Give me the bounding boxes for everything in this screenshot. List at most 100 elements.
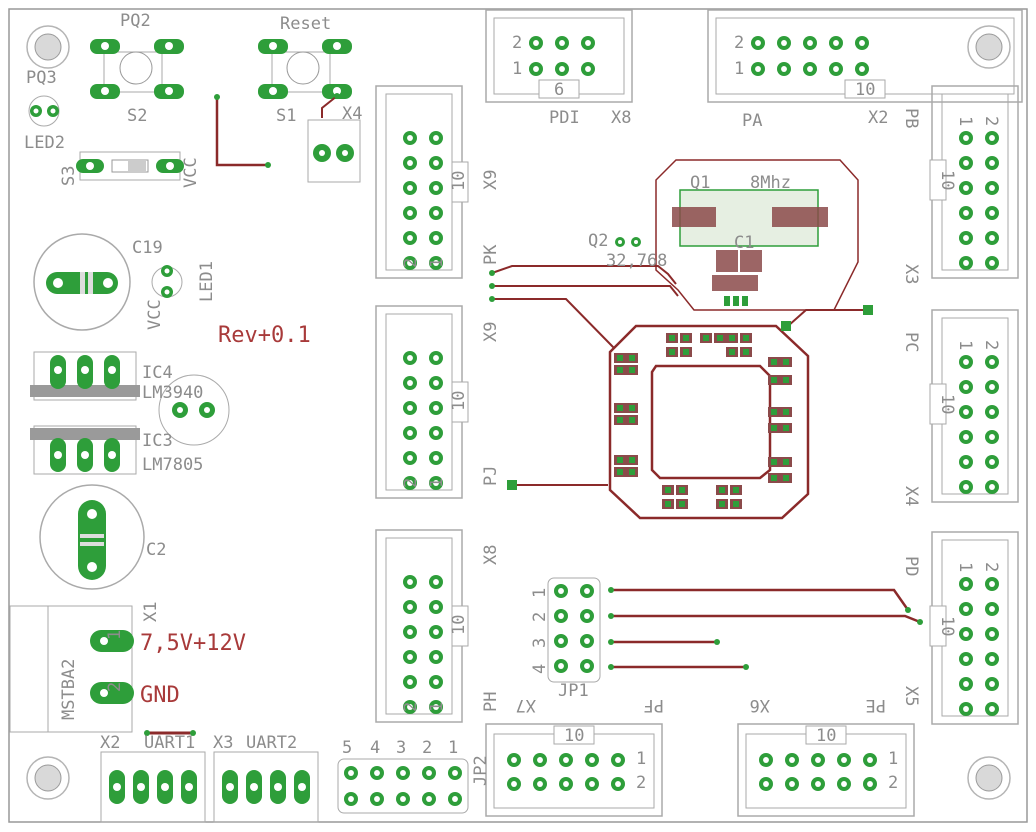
connector-x4: [307, 93, 361, 183]
label-q1: Q1: [690, 173, 710, 193]
jumper-jp1: [547, 577, 601, 683]
pk-traces: [489, 265, 679, 349]
crystal-q2: [615, 237, 641, 247]
mounting-hole-bl: [26, 756, 70, 800]
button-reset: [258, 39, 352, 99]
pin-2: 2: [981, 340, 1001, 350]
pin-2: 2: [734, 33, 744, 53]
pin-2: 2: [512, 33, 522, 53]
label-led2: LED2: [24, 133, 65, 153]
label-pj: PJ: [481, 466, 501, 486]
capacitor-c3: [158, 374, 230, 446]
header-key-label: 10: [855, 80, 875, 100]
connector-uart1: [100, 751, 206, 823]
label-reset: Reset: [280, 14, 331, 34]
regulator-ic3: [30, 425, 140, 475]
pin-1: 1: [955, 562, 975, 572]
label-c2: C2: [146, 540, 166, 560]
label-pb: PB: [901, 108, 921, 128]
revision-label: Rev+0.1: [218, 323, 311, 348]
pin-2: 2: [981, 116, 1001, 126]
ground-label: GND: [140, 683, 180, 708]
board-outline: [8, 8, 1028, 823]
label-led1: LED1: [197, 261, 217, 302]
led1-footprint: [151, 265, 183, 298]
label-x2: X2: [868, 108, 888, 128]
label-32768: 32,768: [606, 251, 667, 271]
label-c19: C19: [132, 238, 163, 258]
label-x1: X1: [141, 602, 161, 622]
header-pdi: 621: [485, 9, 633, 103]
label-pf: PF: [644, 695, 664, 715]
jp2-pin-5: 5: [342, 738, 352, 758]
pin-2: 2: [401, 478, 421, 488]
header-key-label: 10: [449, 615, 469, 635]
label-x3: X3: [901, 264, 921, 284]
label-x3-uart: X3: [213, 733, 233, 753]
jp2-pin-2: 2: [422, 738, 432, 758]
mounting-hole-br: [967, 756, 1011, 800]
label-pdi: PDI: [549, 108, 580, 128]
label-x6: X6: [750, 695, 770, 715]
pin-1: 1: [955, 116, 975, 126]
jp1-pin-1: 1: [530, 588, 550, 598]
power-input-label: 7,5V+12V: [140, 631, 246, 656]
label-x7: X7: [516, 695, 536, 715]
pin-2: 2: [401, 258, 421, 268]
label-uart2: UART2: [246, 733, 297, 753]
capacitor-c2: [39, 484, 145, 590]
label-c1: C1: [734, 233, 754, 253]
mounting-hole-tl: [26, 25, 70, 69]
label-vcc-2: VCC: [145, 299, 165, 330]
label-q2: Q2: [588, 231, 608, 251]
pin-2: 2: [636, 773, 646, 793]
label-ph: PH: [481, 692, 501, 712]
header-key-label: 6: [554, 80, 564, 100]
header-pf: 10 1 2: [485, 723, 663, 817]
regulator-ic4: [30, 351, 140, 401]
pin-2: 2: [888, 773, 898, 793]
capacitor-c19: [33, 233, 131, 331]
label-jp1: JP1: [558, 681, 589, 701]
label-pc: PC: [901, 332, 921, 352]
pin-1: 1: [734, 59, 744, 79]
pin-1: 1: [636, 749, 646, 769]
connector-uart2: [213, 751, 319, 823]
power-connector-x1: [9, 605, 134, 733]
mounting-hole-tr: [967, 25, 1011, 69]
label-x5: X5: [901, 686, 921, 706]
header-key-label: 10: [816, 726, 836, 746]
jp1-pin-4: 4: [530, 664, 550, 674]
header-key-label: 10: [564, 726, 584, 746]
label-s1: S1: [276, 106, 296, 126]
label-x9: X9: [481, 170, 501, 190]
label-lm7805: LM7805: [142, 455, 203, 475]
jp1-traces: [608, 587, 923, 670]
label-s3: S3: [59, 166, 79, 186]
pin-1: 1: [427, 258, 447, 268]
label-s2: S2: [127, 106, 147, 126]
pin-1: 1: [955, 340, 975, 350]
header-key-label: 10: [449, 171, 469, 191]
mcu-footprint: [507, 305, 873, 520]
label-uart1: UART1: [144, 733, 195, 753]
label-x8: X8: [481, 545, 501, 565]
label-ic4: IC4: [142, 363, 173, 383]
label-lm3940: LM3940: [142, 383, 203, 403]
jp2-pin-1: 1: [448, 738, 458, 758]
header-key-label: 10: [937, 394, 957, 414]
header-key-label: 10: [937, 170, 957, 190]
led2-footprint: [28, 95, 60, 127]
label-pa: PA: [742, 111, 762, 131]
label-x8-top: X8: [611, 108, 631, 128]
label-jp2: JP2: [471, 755, 491, 786]
label-x4: X4: [342, 104, 362, 124]
jp2-pin-3: 3: [396, 738, 406, 758]
header-key-label: 10: [937, 616, 957, 636]
